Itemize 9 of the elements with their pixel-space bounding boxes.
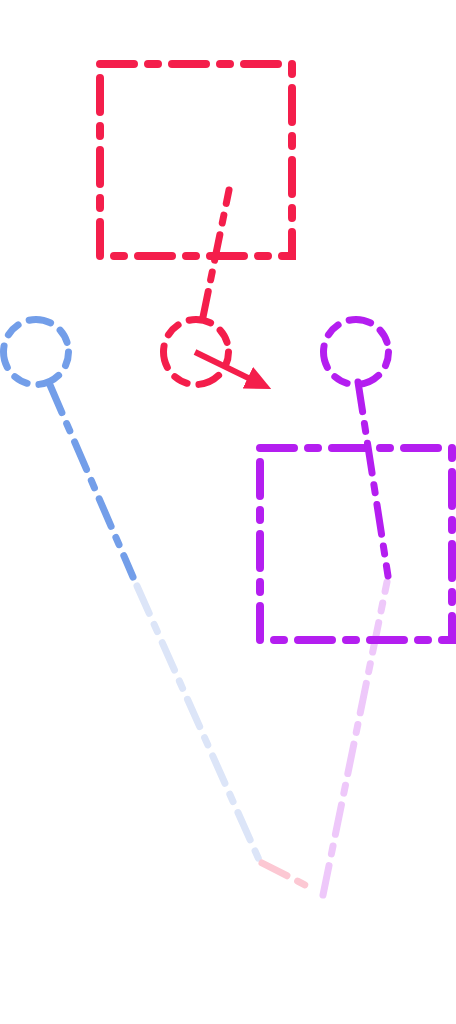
arrow (193, 349, 272, 390)
dashed-circle (0, 316, 72, 388)
dashed-square (96, 60, 296, 260)
dashed-circle (160, 316, 232, 388)
dashed-line (354, 378, 392, 580)
dashed-square (256, 444, 456, 644)
dashed-circle (320, 316, 392, 388)
dashed-line (46, 381, 137, 581)
dashed-line (199, 186, 233, 321)
